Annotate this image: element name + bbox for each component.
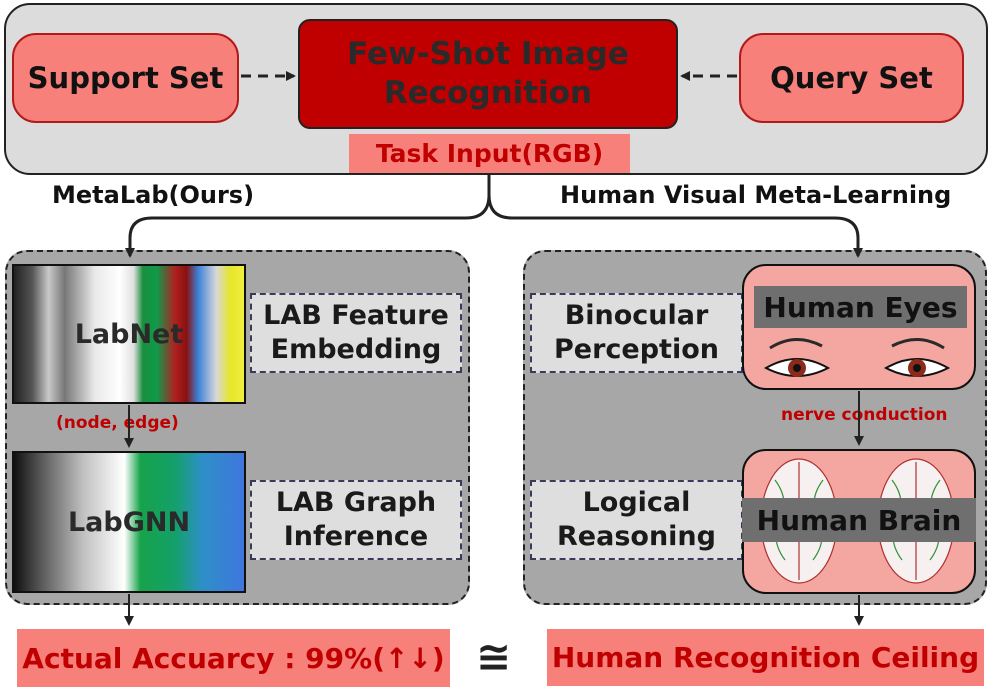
labgnn-block: LabGNN xyxy=(12,451,246,593)
few-shot-title-line1: Few-Shot Image xyxy=(347,36,629,72)
approx-equal-symbol: ≅ xyxy=(476,632,512,681)
human-brain-label: Human Brain xyxy=(742,498,976,542)
labnet-block: LabNet xyxy=(12,264,246,404)
logical-line1: Logical xyxy=(582,487,691,518)
human-recognition-ceiling-box: Human Recognition Ceiling xyxy=(547,629,984,686)
branch-left-arrow xyxy=(125,175,491,258)
actual-accuracy-box: Actual Accuarcy : 99%(↑↓) xyxy=(17,629,450,687)
node-edge-label: (node, edge) xyxy=(56,413,179,433)
support-set-label: Support Set xyxy=(27,61,224,95)
lab-graph-inference-box: LAB Graph Inference xyxy=(250,480,462,560)
support-set-box: Support Set xyxy=(12,33,239,123)
lab-feature-line2: Embedding xyxy=(270,334,442,365)
labnet-label: LabNet xyxy=(74,318,184,350)
lab-graph-line1: LAB Graph xyxy=(275,487,437,518)
logical-line2: Reasoning xyxy=(557,521,716,552)
logical-reasoning-box: Logical Reasoning xyxy=(530,480,743,560)
few-shot-recognition-box: Few-Shot Image Recognition xyxy=(298,19,678,129)
few-shot-title-line2: Recognition xyxy=(383,75,593,111)
lab-feature-embedding-box: LAB Feature Embedding xyxy=(250,293,462,373)
actual-accuracy-label: Actual Accuarcy : 99%(↑↓) xyxy=(22,641,445,675)
left-eye-icon xyxy=(763,338,831,377)
binocular-line2: Perception xyxy=(554,334,719,365)
human-branch-label: Human Visual Meta-Learning xyxy=(560,181,952,209)
human-recognition-ceiling-label: Human Recognition Ceiling xyxy=(551,641,980,674)
binocular-line1: Binocular xyxy=(564,300,709,331)
lab-feature-line1: LAB Feature xyxy=(263,300,449,331)
metalab-branch-label: MetaLab(Ours) xyxy=(52,181,255,209)
human-eyes-label: Human Eyes xyxy=(754,286,967,328)
right-eye-icon xyxy=(883,338,951,377)
nerve-conduction-label: nerve conduction xyxy=(781,405,948,425)
task-input-label: Task Input(RGB) xyxy=(349,134,630,173)
branch-right-arrow xyxy=(487,194,863,258)
query-set-box: Query Set xyxy=(739,33,964,123)
binocular-perception-box: Binocular Perception xyxy=(530,293,743,373)
labgnn-label: LabGNN xyxy=(67,506,191,538)
lab-graph-line2: Inference xyxy=(283,521,429,552)
query-set-label: Query Set xyxy=(770,61,933,95)
